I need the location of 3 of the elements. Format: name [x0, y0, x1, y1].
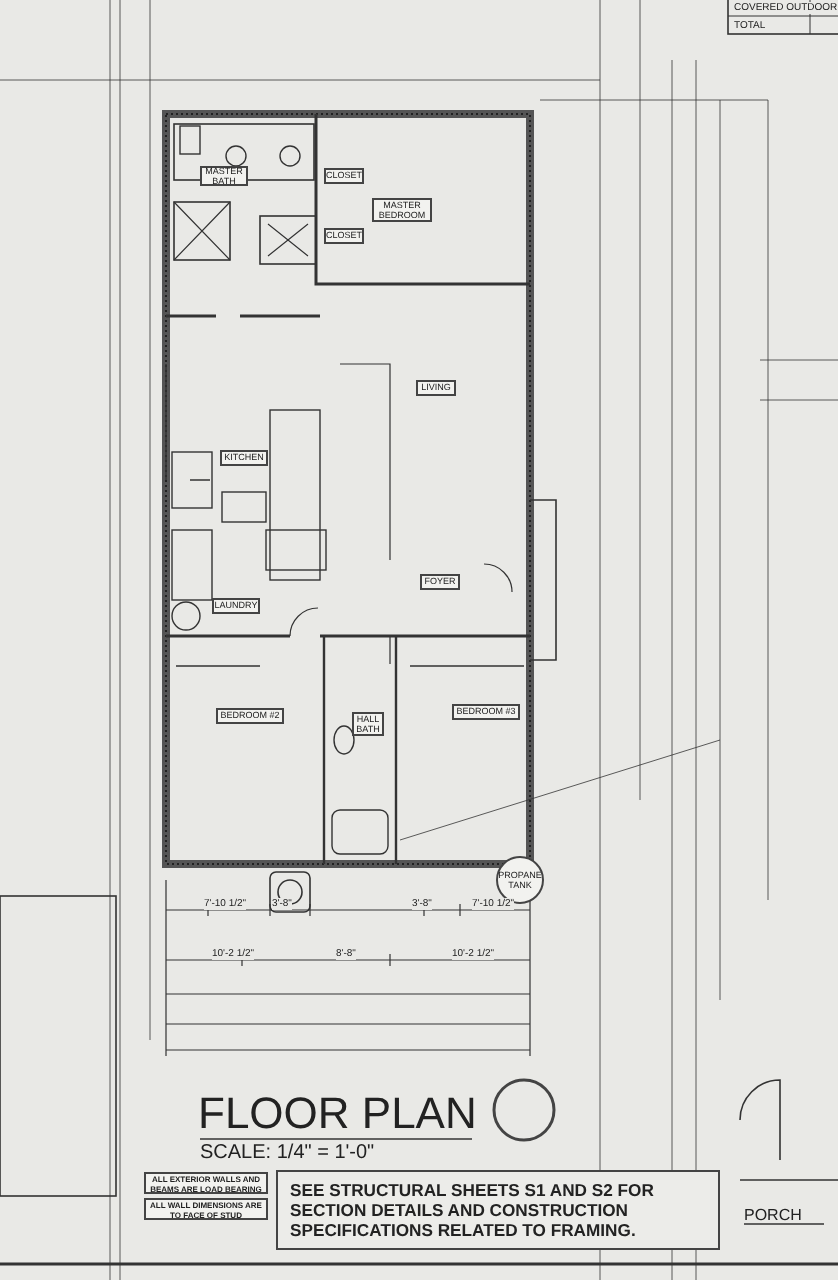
area-label: PORCH [744, 1206, 802, 1224]
note-box: SEE STRUCTURAL SHEETS S1 AND S2 FOR SECTION DETAILS AND CONSTRUCTION SPECIFICATIONS RELATED TO FRAMING. [276, 1170, 720, 1250]
scale-text: SCALE: 1/4" = 1'-0" [200, 1142, 375, 1164]
